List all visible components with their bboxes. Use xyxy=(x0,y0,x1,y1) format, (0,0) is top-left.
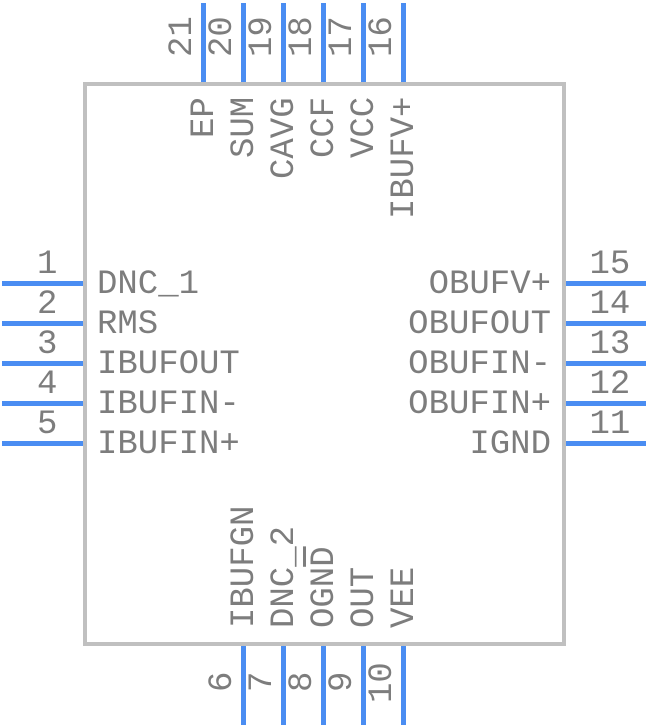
pin-18-name: CCF xyxy=(306,96,344,158)
pin-17-line xyxy=(361,3,366,82)
pin-20-line xyxy=(241,3,246,82)
pin-10-name: VEE xyxy=(386,566,424,628)
pin-7-number: 7 xyxy=(244,671,282,692)
pin-17-name: VCC xyxy=(346,96,384,158)
pin-4-name: IBUFIN- xyxy=(97,386,240,424)
pin-10-line xyxy=(401,646,406,725)
pin-3-number: 3 xyxy=(37,326,58,364)
pin-18-line xyxy=(321,3,326,82)
pin-14-number: 14 xyxy=(589,286,631,324)
pin-9-name: OUT xyxy=(346,566,384,628)
pin-5-name: IBUFIN+ xyxy=(97,426,240,464)
pin-19-line xyxy=(281,3,286,82)
pin-16-name: IBUFV+ xyxy=(386,96,424,219)
component-body xyxy=(83,82,566,646)
pin-19-name: CAVG xyxy=(266,97,304,179)
pin-7-line xyxy=(281,646,286,725)
pin-11-number: 11 xyxy=(589,406,631,444)
pin-2-number: 2 xyxy=(37,286,58,324)
pin-5-number: 5 xyxy=(37,406,58,444)
pin-4-number: 4 xyxy=(37,366,58,404)
pin-13-name: OBUFIN- xyxy=(408,346,551,384)
pin-2-name: RMS xyxy=(97,306,159,344)
pin-14-name: OBUFOUT xyxy=(408,306,551,344)
pin-8-number: 8 xyxy=(284,671,322,692)
pin-11-line xyxy=(566,441,646,446)
pin-16-number: 16 xyxy=(364,15,402,57)
pin-4-line xyxy=(2,401,83,406)
pin-3-line xyxy=(2,361,83,366)
pin-21-line xyxy=(201,3,206,82)
pin-8-name: OGND xyxy=(306,546,344,628)
pin-name-segment: D xyxy=(306,546,344,567)
pin-12-number: 12 xyxy=(589,366,631,404)
pin-13-line xyxy=(566,361,646,366)
pin-2-line xyxy=(2,321,83,326)
pin-20-number: 20 xyxy=(204,15,242,57)
pin-15-name: OBUFV+ xyxy=(428,266,551,304)
pin-15-line xyxy=(566,281,646,286)
pin-1-line xyxy=(2,281,83,286)
pin-10-number: 10 xyxy=(364,661,402,703)
pin-21-name: EP xyxy=(186,97,224,138)
pin-6-number: 6 xyxy=(204,671,242,692)
pin-1-name: DNC_1 xyxy=(97,266,200,304)
pin-6-name: IBUFGN xyxy=(226,505,264,628)
pin-19-number: 19 xyxy=(244,15,282,57)
pin-12-name: OBUFIN+ xyxy=(408,386,551,424)
pin-21-number: 21 xyxy=(164,15,202,57)
pin-7-name: DNC_2 xyxy=(266,525,304,628)
pin-13-number: 13 xyxy=(589,326,631,364)
pin-12-line xyxy=(566,401,646,406)
pin-3-name: IBUFOUT xyxy=(97,346,240,384)
pin-11-name: IGND xyxy=(469,426,551,464)
pin-17-number: 17 xyxy=(324,15,362,57)
pin-9-number: 9 xyxy=(324,671,362,692)
pin-9-line xyxy=(361,646,366,725)
pin-20-name: SUM xyxy=(226,96,264,158)
pin-name-segment: OGN xyxy=(306,566,344,628)
pin-5-line xyxy=(2,441,83,446)
pin-1-number: 1 xyxy=(37,246,58,284)
pin-8-line xyxy=(321,646,326,725)
pin-16-line xyxy=(401,3,406,82)
pin-18-number: 18 xyxy=(284,15,322,57)
pin-6-line xyxy=(241,646,246,725)
pin-15-number: 15 xyxy=(589,246,631,284)
pin-14-line xyxy=(566,321,646,326)
